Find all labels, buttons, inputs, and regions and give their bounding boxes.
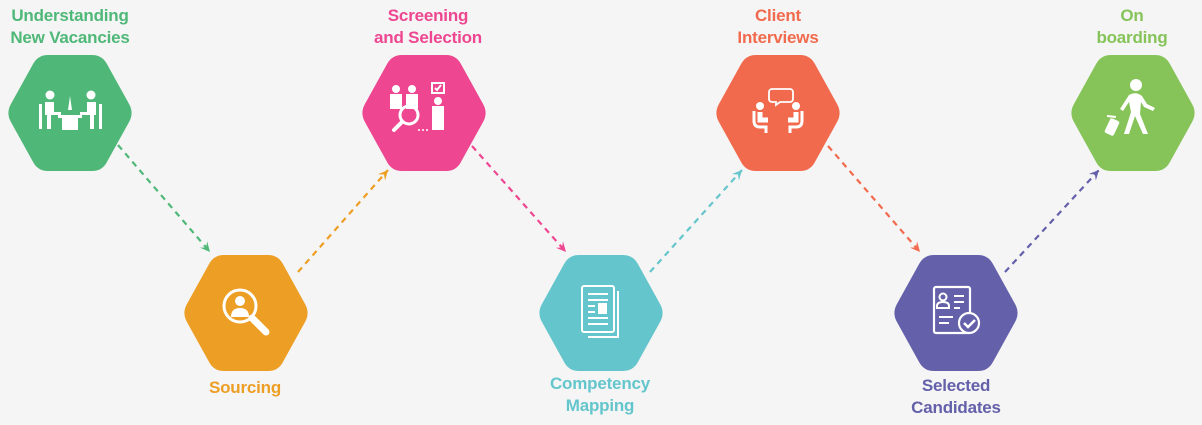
step-screening [360, 55, 488, 171]
hexagon-understanding [8, 55, 132, 171]
hexagon-selected [894, 255, 1018, 371]
label-line: Client [754, 6, 802, 25]
label-line: and Selection [374, 28, 482, 47]
arrowhead-icon [731, 170, 742, 181]
step-label-competency: Competency Mapping [490, 373, 710, 417]
label-line: Candidates [911, 398, 1001, 417]
label-line: Understanding [11, 6, 129, 25]
step-sourcing [182, 255, 310, 371]
dashed-line [471, 145, 567, 253]
hexagon-interviews [716, 55, 840, 171]
label-line: On [1120, 6, 1144, 25]
label-line: boarding [1096, 28, 1168, 47]
arrowhead-icon [1088, 170, 1099, 181]
meeting-desk-icon [39, 90, 102, 130]
dashed-line [827, 145, 921, 253]
hexagon-sourcing [184, 255, 308, 371]
hexagon-shape [362, 55, 486, 171]
label-line: Interviews [737, 28, 819, 47]
step-understanding [6, 55, 134, 171]
connector-arrow-selected-to-onboarding [1004, 169, 1100, 273]
step-label-understanding: Understanding New Vacancies [0, 5, 180, 49]
arrowhead-icon [909, 241, 920, 252]
connector-arrow-competency-to-interviews [649, 169, 743, 273]
step-competency [537, 255, 665, 371]
candidate-selection-icon [390, 82, 445, 132]
hexagon-shape [894, 255, 1018, 371]
connector-arrow-sourcing-to-screening [297, 169, 389, 273]
arrowhead-icon [377, 170, 388, 181]
arrowhead-icon [555, 241, 566, 252]
step-selected [892, 255, 1020, 371]
step-onboarding [1069, 55, 1197, 171]
hexagon-competency [539, 255, 663, 371]
connector-arrow-understanding-to-sourcing [117, 144, 211, 253]
step-label-selected: Selected Candidates [846, 375, 1066, 419]
step-label-onboarding: On boarding [1022, 5, 1202, 49]
interview-chat-icon [752, 88, 804, 133]
hexagon-onboarding [1071, 55, 1195, 171]
hexagon-shape [8, 55, 132, 171]
label-line: Mapping [565, 396, 635, 415]
arrowhead-icon [199, 241, 210, 252]
dashed-line [117, 144, 211, 253]
traveler-luggage-icon [1104, 79, 1155, 136]
step-interviews [714, 55, 842, 171]
connector-arrow-screening-to-competency [471, 145, 567, 253]
step-label-sourcing: Sourcing [135, 377, 355, 399]
step-label-interviews: Client Interviews [668, 5, 888, 49]
connector-arrow-interviews-to-selected [827, 145, 921, 253]
label-line: Selected [921, 376, 991, 395]
documents-icon [581, 285, 619, 338]
hexagon-shape [716, 55, 840, 171]
label-line: Screening [387, 6, 469, 25]
label-line: Sourcing [208, 378, 282, 397]
search-person-icon [222, 288, 270, 336]
dashed-line [297, 169, 389, 273]
label-line: Competency [549, 374, 651, 393]
label-line: New Vacancies [10, 28, 130, 47]
hexagon-screening [362, 55, 486, 171]
dashed-line [649, 169, 743, 273]
step-label-screening: Screening and Selection [318, 5, 538, 49]
dashed-line [1004, 169, 1100, 273]
resume-check-icon [932, 285, 981, 335]
